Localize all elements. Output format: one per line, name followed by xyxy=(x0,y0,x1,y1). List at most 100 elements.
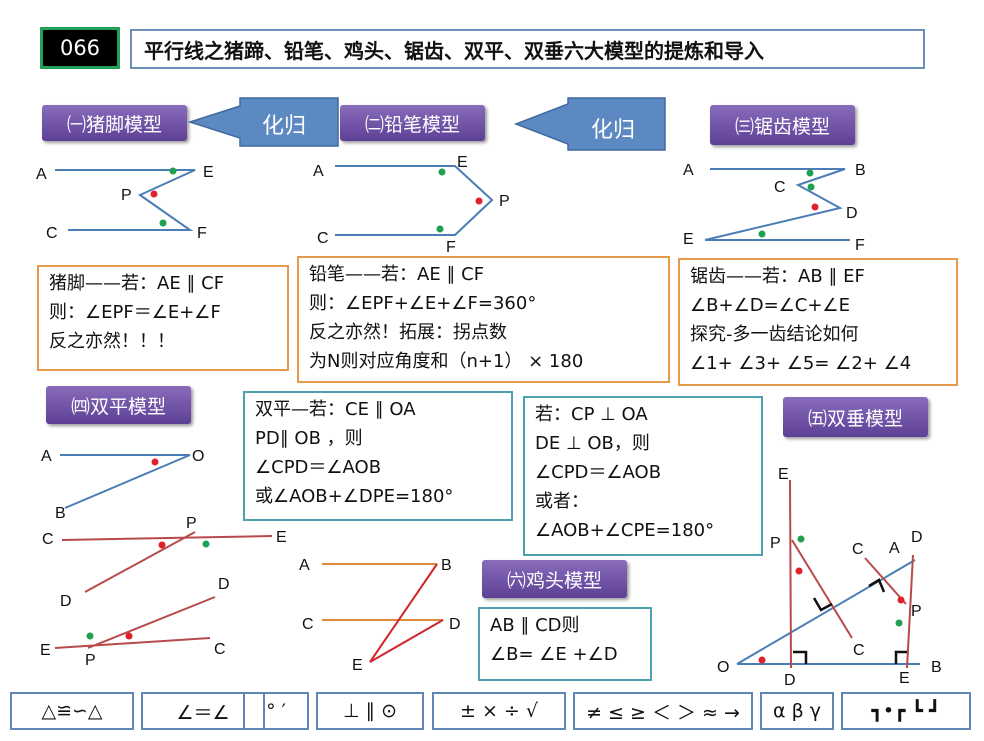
point-label: B xyxy=(441,557,452,574)
point-label: A xyxy=(889,540,900,557)
box-line: 若：CP ⊥ OA xyxy=(535,404,648,425)
zhujiao-diagram xyxy=(55,167,196,231)
arrow-label-1: 化归 xyxy=(262,114,307,139)
box-line: 猪脚——若：AE ∥ CF xyxy=(49,273,225,294)
qianbi-theorem-box: 铅笔——若：AE ∥ CF 则：∠EPF+∠E+∠F=360° 反之亦然！拓展：… xyxy=(297,256,670,383)
tag-zhujiao-model: ㈠猪脚模型 xyxy=(42,105,187,141)
jitou-diagram xyxy=(322,563,444,663)
symbol-button-greek[interactable]: α β γ xyxy=(760,692,834,730)
tag-shuangchui-model: ㈤双垂模型 xyxy=(783,397,928,437)
juchi-diagram xyxy=(704,168,850,241)
point-label: C xyxy=(774,179,786,196)
box-line: DE ⊥ OB，则 xyxy=(535,433,650,454)
tag-jitou-model: ㈥鸡头模型 xyxy=(482,560,627,598)
page-title: 平行线之猪蹄、铅笔、鸡头、锯齿、双平、双垂六大模型的提炼和导入 xyxy=(130,29,925,69)
shuangping-diagram-3 xyxy=(54,596,216,649)
box-line: ∠1+ ∠3+ ∠5= ∠2+ ∠4 xyxy=(690,353,912,374)
point-label: B xyxy=(931,659,942,676)
point-label: F xyxy=(855,237,865,254)
point-label: E xyxy=(683,231,694,248)
shuangping-diagram-2 xyxy=(61,531,273,593)
box-line: 则：∠EPF＝∠E+∠F xyxy=(49,302,221,323)
box-line: 或∠AOB+∠DPE=180° xyxy=(255,486,454,507)
box-line: 反之亦然！！！ xyxy=(49,331,175,352)
point-label: A xyxy=(36,166,47,183)
shuangchui-theorem-box: 若：CP ⊥ OA DE ⊥ OB，则 ∠CPD＝∠AOB 或者： ∠AOB+∠… xyxy=(523,396,763,556)
qianbi-diagram xyxy=(335,165,494,236)
point-label: E xyxy=(203,164,214,181)
point-label: C xyxy=(302,616,314,633)
tag-shuangping-model: ㈣双平模型 xyxy=(46,386,191,424)
point-label: E xyxy=(899,670,910,687)
arrow-label-2: 化归 xyxy=(591,118,636,143)
point-label: F xyxy=(446,239,456,256)
point-label: E xyxy=(457,154,468,171)
point-label: C xyxy=(42,531,54,548)
box-line: 反之亦然！拓展：拐点数 xyxy=(309,322,507,343)
page-number-badge: 066 xyxy=(40,27,120,69)
box-line: PD∥ OB ，则 xyxy=(255,428,363,449)
point-label: D xyxy=(784,672,796,689)
box-line: ∠B= ∠E +∠D xyxy=(490,644,618,665)
point-label: C xyxy=(852,541,864,558)
point-label: P xyxy=(499,193,510,210)
box-line: ∠CPD＝∠AOB xyxy=(255,457,382,478)
point-label: C xyxy=(317,230,329,247)
shuangping-theorem-box: 双平—若：CE ∥ OA PD∥ OB ，则 ∠CPD＝∠AOB 或∠AOB+∠… xyxy=(243,391,513,521)
point-label: B xyxy=(855,162,866,179)
point-label: E xyxy=(276,529,287,546)
box-line: 探究-多一齿结论如何 xyxy=(690,324,859,345)
juchi-theorem-box: 锯齿——若：AB ∥ EF ∠B+∠D=∠C+∠E 探究-多一齿结论如何 ∠1+… xyxy=(678,258,958,386)
point-label: B xyxy=(55,505,66,522)
point-label: P xyxy=(770,535,781,552)
box-line: 为N则对应角度和（n+1） × 180 xyxy=(309,351,584,372)
point-label: P xyxy=(85,652,96,669)
point-label: A xyxy=(299,557,310,574)
point-label: A xyxy=(313,163,324,180)
box-line: ∠CPD＝∠AOB xyxy=(535,462,662,483)
point-label: E xyxy=(40,642,51,659)
point-label: D xyxy=(911,529,923,546)
tag-qianbi-model: ㈡铅笔模型 xyxy=(340,105,485,141)
symbol-button-relations[interactable]: ≠ ≤ ≥ ＜ ＞ ≈ → xyxy=(573,692,753,730)
symbol-button-angle[interactable]: ∠＝∠ xyxy=(141,692,265,730)
shuangping-diagram-1 xyxy=(60,454,191,509)
arrow-left-2 xyxy=(513,97,666,151)
box-line: ∠B+∠D=∠C+∠E xyxy=(690,295,850,316)
point-label: P xyxy=(186,515,197,532)
point-labels: A E P C F A E P C F A B C D E F A O B C … xyxy=(36,154,942,689)
point-label: P xyxy=(911,603,922,620)
point-label: D xyxy=(846,205,858,222)
box-line: 双平—若：CE ∥ OA xyxy=(255,399,416,420)
symbol-button-degree[interactable]: ° ′ xyxy=(243,692,309,730)
point-label: P xyxy=(121,187,132,204)
point-label: D xyxy=(449,616,461,633)
arrow-left-1 xyxy=(187,97,339,147)
point-label: A xyxy=(683,162,694,179)
box-line: AB ∥ CD则 xyxy=(490,615,580,636)
symbol-button-right-angle[interactable]: ┓•┏ ┗ ┛ xyxy=(841,692,971,730)
point-label: C xyxy=(46,225,58,242)
point-label: D xyxy=(60,593,72,610)
box-line: 或者： xyxy=(535,491,589,512)
box-line: ∠AOB+∠CPE=180° xyxy=(535,520,715,541)
point-label: C xyxy=(214,641,226,658)
symbol-button-congruent[interactable]: △≌∽△ xyxy=(10,692,134,730)
jitou-theorem-box: AB ∥ CD则 ∠B= ∠E +∠D xyxy=(478,607,652,681)
zhujiao-theorem-box: 猪脚——若：AE ∥ CF 则：∠EPF＝∠E+∠F 反之亦然！！！ xyxy=(37,265,289,371)
symbol-button-perpendicular[interactable]: ⊥ ∥ ⊙ xyxy=(316,692,424,730)
point-label: C xyxy=(853,642,865,659)
point-label: D xyxy=(218,576,230,593)
symbol-button-operators[interactable]: ± × ÷ √ xyxy=(432,692,566,730)
tag-juchi-model: ㈢锯齿模型 xyxy=(710,105,855,145)
point-label: E xyxy=(778,466,789,483)
point-label: E xyxy=(352,657,363,674)
point-label: F xyxy=(197,225,207,242)
box-line: 铅笔——若：AE ∥ CF xyxy=(309,264,485,285)
page-title-text: 平行线之猪蹄、铅笔、鸡头、锯齿、双平、双垂六大模型的提炼和导入 xyxy=(144,38,764,63)
shuangchui-diagram xyxy=(736,479,920,669)
point-label: O xyxy=(717,659,729,676)
point-label: A xyxy=(41,448,52,465)
box-line: 锯齿——若：AB ∥ EF xyxy=(690,266,865,287)
